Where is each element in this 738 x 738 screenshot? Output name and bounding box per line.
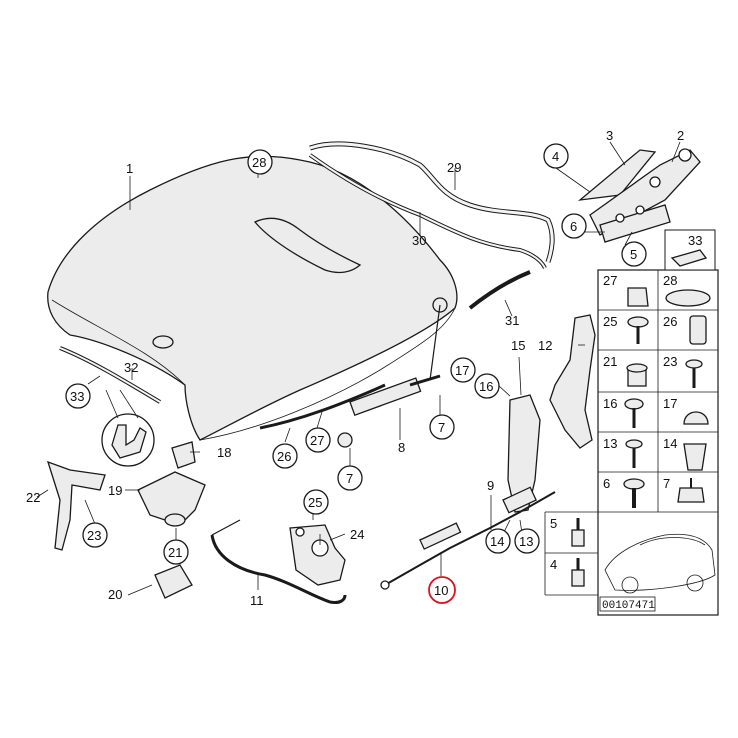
callout-31: 31 bbox=[505, 313, 519, 328]
callout-19: 19 bbox=[108, 483, 122, 498]
grid-label-28: 28 bbox=[663, 273, 677, 288]
bracket-20-part bbox=[154, 564, 193, 599]
leader-lines bbox=[36, 141, 681, 596]
callout-2: 2 bbox=[677, 128, 684, 143]
callout-27: 27 bbox=[310, 433, 324, 448]
grid-label-21: 21 bbox=[603, 354, 617, 369]
callout-3: 3 bbox=[606, 128, 613, 143]
grid-label-25: 25 bbox=[603, 314, 617, 329]
seal-31-part bbox=[468, 270, 531, 310]
highlight-ring bbox=[428, 576, 456, 604]
clip-18-part bbox=[171, 441, 196, 469]
grid-item-7-nut bbox=[677, 478, 705, 503]
hood-lock-part bbox=[289, 524, 346, 586]
callout-10-highlighted: 10 bbox=[434, 583, 448, 598]
grid-label-16: 16 bbox=[603, 396, 617, 411]
grid-item-17-cap bbox=[683, 411, 709, 425]
callout-17: 17 bbox=[455, 363, 469, 378]
grid-label-5: 5 bbox=[550, 516, 557, 531]
grid-label-6: 6 bbox=[603, 476, 610, 491]
grid-item-21-nut bbox=[626, 363, 648, 387]
car-silhouette-image bbox=[604, 533, 716, 594]
grid-item-16-screw bbox=[624, 398, 644, 428]
grid-item-27-clip bbox=[627, 287, 649, 307]
grid-item-33-clip bbox=[670, 249, 708, 267]
grid-item-23-screw bbox=[685, 359, 703, 388]
grid-label-26: 26 bbox=[663, 314, 677, 329]
callout-24: 24 bbox=[350, 527, 364, 542]
callout-12: 12 bbox=[538, 338, 552, 353]
grid-label-27: 27 bbox=[603, 273, 617, 288]
bracket-19-part bbox=[137, 471, 206, 527]
callout-7-left: 7 bbox=[346, 471, 353, 486]
callout-7-right: 7 bbox=[438, 420, 445, 435]
grid-item-4-bolt bbox=[571, 558, 585, 587]
callout-28: 28 bbox=[252, 155, 266, 170]
grid-label-13: 13 bbox=[603, 436, 617, 451]
handle-22-part bbox=[46, 460, 106, 551]
callout-1: 1 bbox=[126, 161, 133, 176]
grid-item-28-plug bbox=[665, 289, 711, 307]
grid-label-23: 23 bbox=[663, 354, 677, 369]
callout-11: 11 bbox=[250, 593, 264, 608]
callout-22: 22 bbox=[26, 490, 40, 505]
reference-number: 00107471 bbox=[602, 600, 655, 612]
hood-part bbox=[47, 155, 458, 441]
callout-18: 18 bbox=[217, 445, 231, 460]
callout-4: 4 bbox=[552, 149, 559, 164]
grid-label-4: 4 bbox=[550, 557, 557, 572]
callout-6: 6 bbox=[570, 219, 577, 234]
seal-profile-detail bbox=[101, 389, 155, 467]
bowden-cable-part bbox=[380, 486, 556, 590]
grid-item-13-screw bbox=[625, 439, 643, 468]
callout-14: 14 bbox=[490, 534, 504, 549]
grid-item-26-grommet bbox=[689, 315, 707, 345]
grid-item-14-nut bbox=[683, 443, 707, 471]
callout-30: 30 bbox=[412, 233, 426, 248]
release-lever-part bbox=[507, 314, 596, 513]
callout-9: 9 bbox=[487, 478, 494, 493]
callout-32: 32 bbox=[124, 360, 138, 375]
grid-label-17: 17 bbox=[663, 396, 677, 411]
grid-label-33: 33 bbox=[688, 233, 702, 248]
callout-8: 8 bbox=[398, 440, 405, 455]
callout-20: 20 bbox=[108, 587, 122, 602]
callout-26: 26 bbox=[277, 449, 291, 464]
grid-label-14: 14 bbox=[663, 436, 677, 451]
hood-hinge-part bbox=[577, 148, 701, 243]
grid-item-6-bolt bbox=[623, 478, 645, 508]
seal-27-part bbox=[259, 383, 386, 430]
callout-16: 16 bbox=[479, 379, 493, 394]
grid-item-5-stud bbox=[571, 518, 585, 547]
cable-11-part bbox=[210, 534, 347, 604]
callout-5: 5 bbox=[630, 247, 637, 262]
callout-33: 33 bbox=[70, 389, 84, 404]
callout-25: 25 bbox=[308, 495, 322, 510]
callout-29: 29 bbox=[447, 160, 461, 175]
callout-15: 15 bbox=[511, 338, 525, 353]
grid-label-7: 7 bbox=[663, 476, 670, 491]
grid-item-25-screw bbox=[627, 316, 649, 344]
callout-21: 21 bbox=[168, 545, 182, 560]
callout-23: 23 bbox=[87, 528, 101, 543]
callout-13: 13 bbox=[519, 534, 533, 549]
gas-strut-part bbox=[337, 297, 448, 448]
